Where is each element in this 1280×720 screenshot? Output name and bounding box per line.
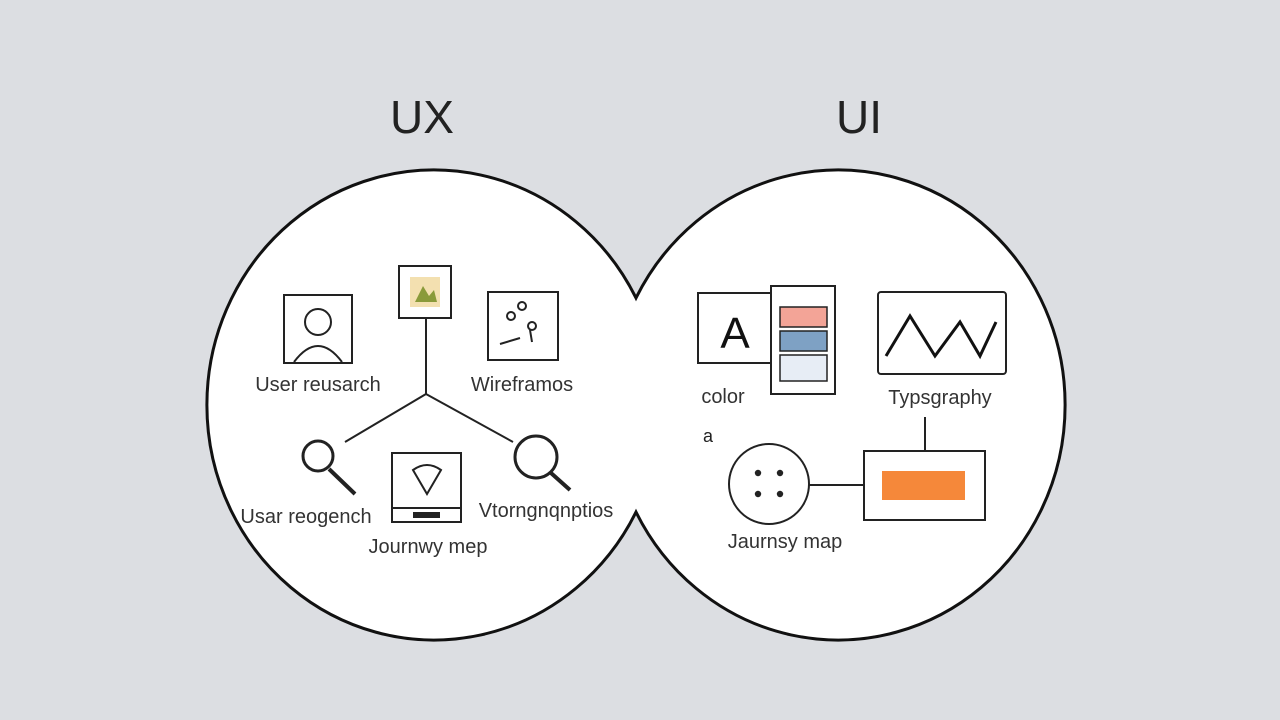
color-label: color [701, 386, 745, 408]
swatch-bottom [779, 354, 828, 382]
user-icon [283, 294, 353, 364]
dots-circle-icon [728, 443, 810, 525]
color-palette-icon [770, 285, 836, 395]
stray-mark: a [703, 426, 714, 446]
ux-connector-lines [344, 318, 514, 443]
typography-label: Typsgraphy [888, 387, 991, 409]
ui-heading: UI [836, 91, 882, 143]
image-icon [398, 265, 452, 319]
ui-connector-lines [808, 417, 926, 486]
letter-a-icon: A [697, 292, 774, 364]
svg-text:A: A [720, 309, 750, 358]
waveform-icon [877, 291, 1007, 375]
infographics-label: Vtorngnqnptios [479, 500, 614, 522]
device-icon [391, 452, 462, 523]
user-research-top-label: User reusarch [255, 374, 381, 396]
orange-bar-icon [863, 450, 986, 521]
swatch-top [779, 306, 828, 328]
swatch-middle [779, 330, 828, 352]
ux-heading: UX [390, 91, 454, 143]
wireframes-label: Wireframos [471, 374, 573, 396]
user-research-bottom-label: Usar reogench [240, 506, 371, 528]
magnifier-icon [513, 434, 572, 492]
sketch-icon [487, 291, 559, 361]
magnifier-icon [301, 439, 357, 496]
journey-map-label: Journwy mep [369, 536, 488, 558]
ui-journey-map-label: Jaurnsy map [728, 531, 843, 553]
